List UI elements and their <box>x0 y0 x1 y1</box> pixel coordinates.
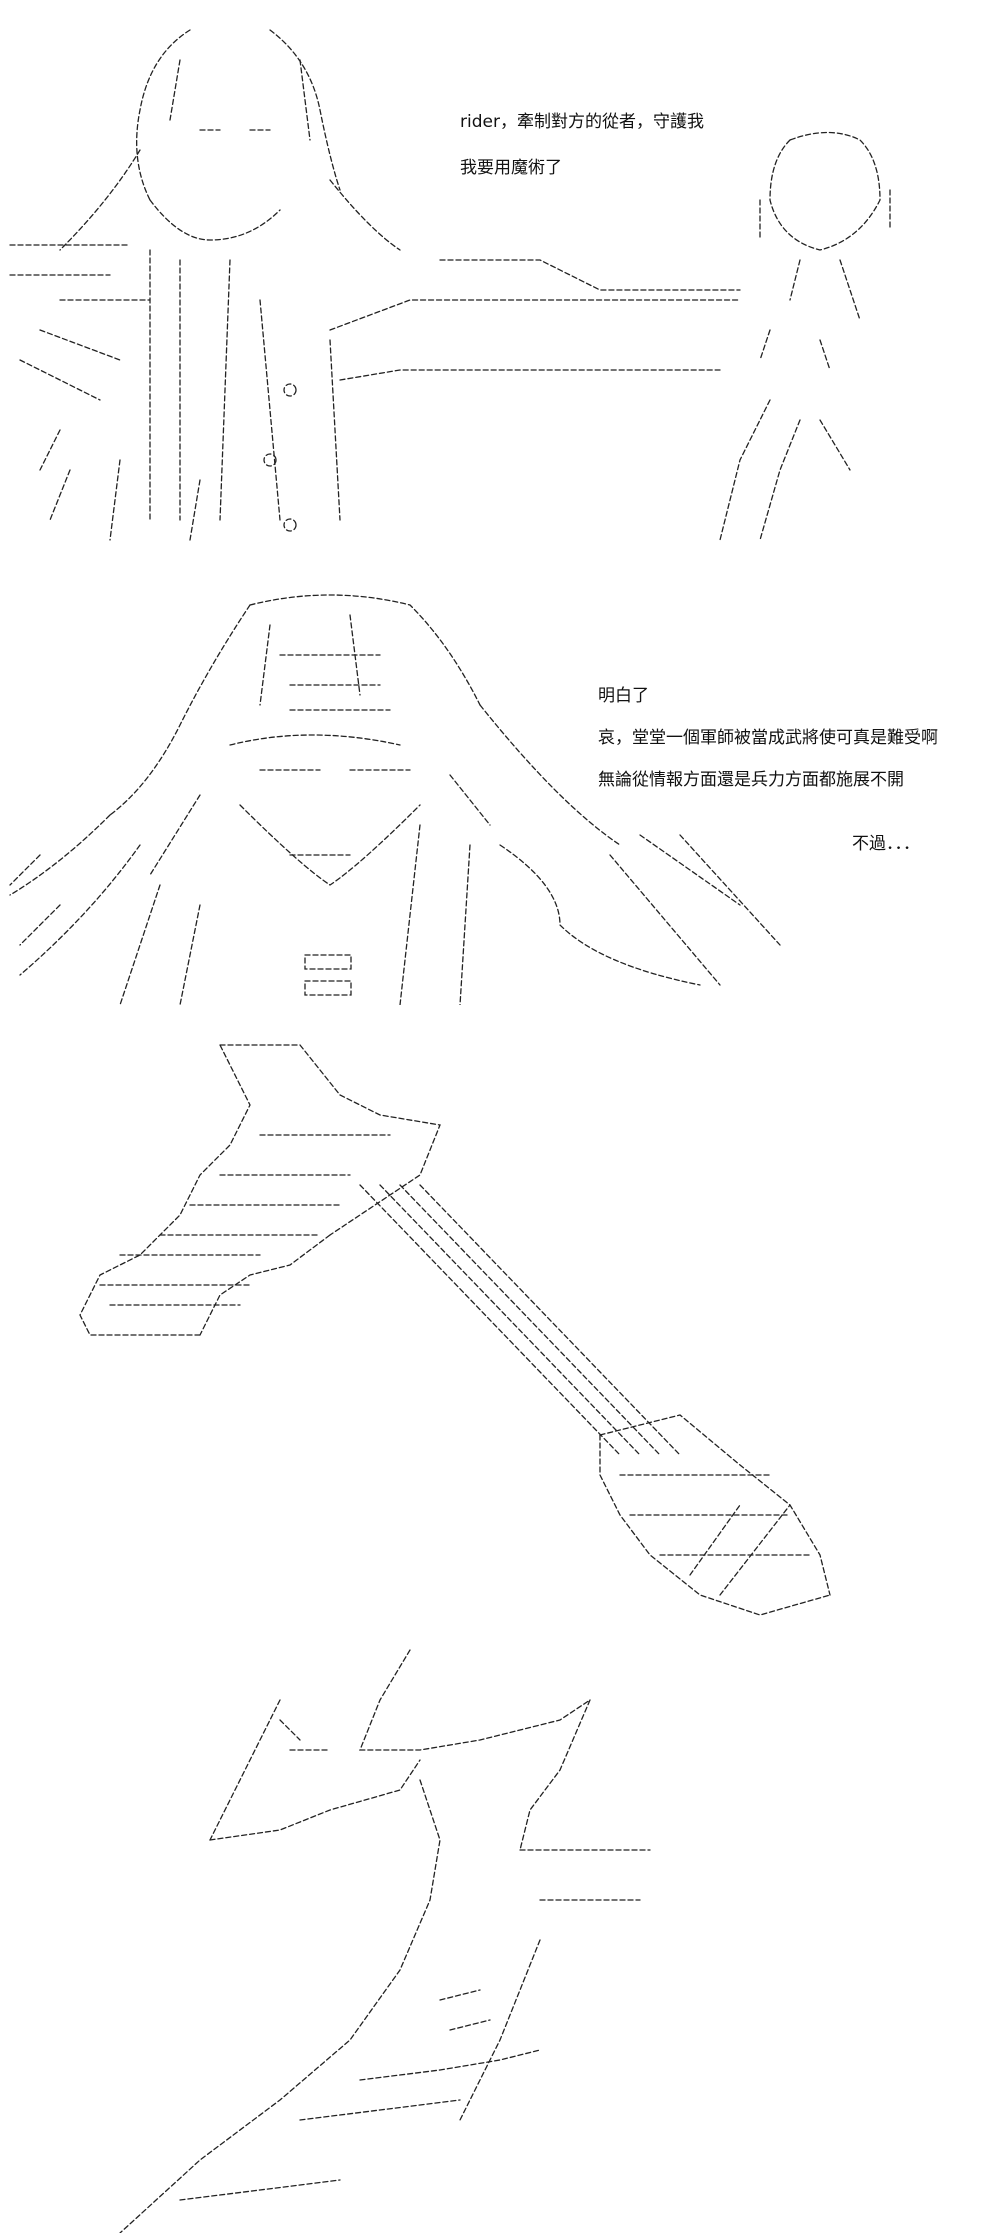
panel-2-ascii-art <box>9 594 781 1005</box>
panel-4-ascii-art <box>119 1649 651 2233</box>
dialogue-line: 無論從情報方面還是兵力方面都施展不開 <box>598 770 904 790</box>
panel-3-axe <box>0 1035 1000 1625</box>
panel-4-slash <box>0 1640 1000 2233</box>
dialogue-line: 我要用魔術了 <box>460 158 562 178</box>
dialogue-line: 明白了 <box>598 686 649 706</box>
dialogue-line: 哀，堂堂一個軍師被當成武將使可真是難受啊 <box>598 728 938 748</box>
dialogue-line: 不過．．． <box>852 834 920 854</box>
panel-1-ascii-art <box>9 29 891 541</box>
panel-2-hooded-figure: 明白了 哀，堂堂一個軍師被當成武將使可真是難受啊 無論從情報方面還是兵力方面都施… <box>0 585 1000 1005</box>
panel-1-casting-scene: rider，牽制對方的從者，守護我 我要用魔術了 <box>0 0 1000 555</box>
panel-3-ascii-art <box>79 1044 831 1616</box>
dialogue-line: rider，牽制對方的從者，守護我 <box>460 112 704 132</box>
